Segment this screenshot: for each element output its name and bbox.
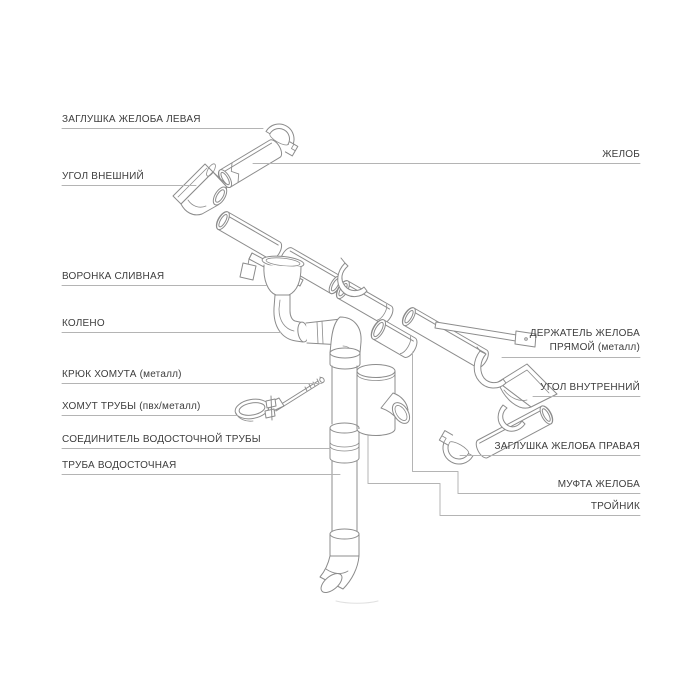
elbow-2	[329, 316, 362, 370]
downpipe	[319, 365, 379, 604]
label-ugol-vneshniy: УГОЛ ВНЕШНИЙ	[62, 171, 144, 182]
elbow	[273, 294, 309, 343]
gutter-holder-right	[473, 346, 507, 389]
label-zhelob: ЖЕЛОБ	[602, 149, 640, 160]
label-soedinitel: СОЕДИНИТЕЛЬ ВОДОСТОЧНОЙ ТРУБЫ	[62, 434, 261, 445]
tee	[356, 364, 411, 436]
external-corner	[172, 163, 228, 216]
gutter-holder-right-2	[497, 404, 526, 432]
label-voronka: ВОРОНКА СЛИВНАЯ	[62, 271, 165, 282]
pipe-clamp	[234, 395, 277, 422]
label-mufta: МУФТА ЖЕЛОБА	[557, 479, 640, 490]
label-khomut: ХОМУТ ТРУБЫ (пвх/металл)	[62, 401, 201, 412]
label-derzhatel-line2: ПРЯМОЙ (металл)	[549, 342, 640, 353]
label-zaglushka-levaya: ЗАГЛУШКА ЖЕЛОБА ЛЕВАЯ	[62, 114, 201, 125]
label-koleno: КОЛЕНО	[62, 318, 105, 329]
gutter-branch	[475, 405, 554, 459]
leader-lines	[61, 128, 641, 516]
gutter-top-piece	[217, 139, 283, 189]
label-truba: ТРУБА ВОДОСТОЧНАЯ	[62, 460, 177, 471]
label-troynik: ТРОЙНИК	[590, 501, 640, 512]
gutter-holder-left	[337, 257, 368, 298]
label-derzhatel: ДЕРЖАТЕЛЬ ЖЕЛОБА ПРЯМОЙ (металл)	[530, 327, 640, 355]
gutter-coupling	[370, 319, 418, 358]
label-derzhatel-line1: ДЕРЖАТЕЛЬ ЖЕЛОБА	[529, 328, 640, 339]
gutter-bracket-right	[434, 321, 537, 348]
right-end-cap	[438, 430, 474, 465]
label-kryuk: КРЮК ХОМУТА (металл)	[62, 369, 182, 380]
funnel	[261, 255, 305, 296]
left-end-cap	[265, 123, 299, 157]
label-zaglushka-pravaya: ЗАГЛУШКА ЖЕЛОБА ПРАВАЯ	[494, 441, 640, 452]
label-ugol-vnutrenniy: УГОЛ ВНУТРЕННИЙ	[540, 382, 640, 393]
